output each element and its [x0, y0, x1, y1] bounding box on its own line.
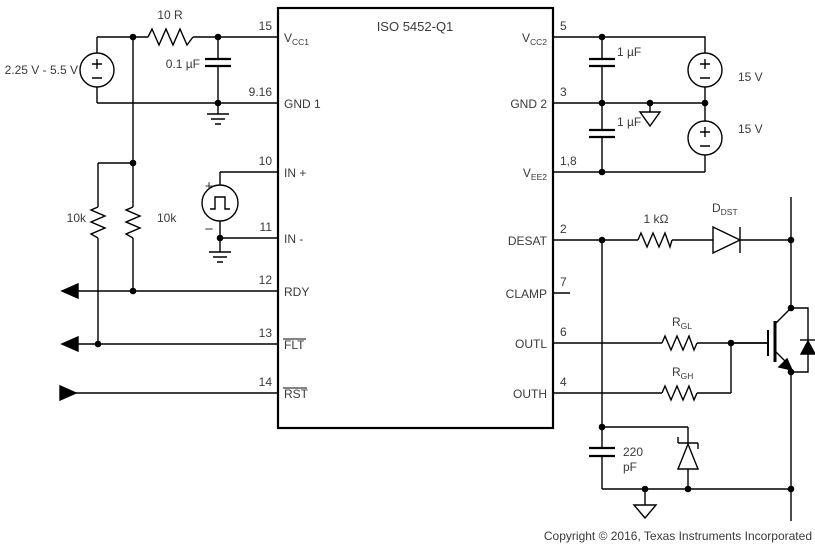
ground-3bar-pulse [209, 238, 231, 263]
pin-label-outh: OUTH [513, 387, 547, 401]
resistor-pullup-left-symbol [89, 206, 107, 239]
wire-pulse-source [219, 171, 278, 239]
source-input-supply [79, 52, 115, 88]
pin-number-7: 7 [560, 275, 567, 289]
resistor-gl-symbol [661, 334, 698, 352]
pin-number-11: 11 [260, 220, 273, 234]
components [59, 27, 815, 520]
capacitor-vcc2-symbol [589, 57, 615, 68]
resistor-desat-symbol [637, 231, 673, 250]
label-supply-input: 2.25 V - 5.5 V [5, 63, 78, 77]
pin-label-rdy: RDY [284, 285, 309, 299]
wire-pullup-feed [98, 37, 134, 164]
label-r-pullup-left: 10k [67, 211, 87, 225]
ground-triangle-emitter [632, 489, 658, 520]
pin-number-5: 5 [560, 19, 567, 33]
arrow-flt-out [60, 335, 79, 353]
resistor-pullup-right-symbol [124, 206, 142, 239]
pin-number-6: 6 [560, 325, 567, 339]
diode-desat-symbol [712, 225, 742, 255]
left-pin-labels: VCC1 GND 1 IN + IN - RDY FLT RST [283, 31, 321, 401]
pin-label-vcc1: VCC1 [284, 31, 309, 47]
pin-label-clamp: CLAMP [506, 287, 547, 301]
pulse-minus-sign: − [205, 221, 214, 238]
pin-number-13: 13 [259, 326, 273, 340]
label-c-vcc2: 1 µF [617, 45, 641, 59]
label-c-vee2: 1 µF [617, 115, 641, 129]
pin-label-desat: DESAT [508, 234, 548, 248]
resistor-series-symbol [147, 27, 194, 47]
pin-label-in-plus: IN + [284, 166, 306, 180]
pin-label-vee2: VEE2 [523, 166, 547, 182]
right-pin-labels: VCC2 GND 2 VEE2 DESAT CLAMP OUTL OUTH [506, 31, 548, 401]
arrow-rst-in [59, 384, 78, 402]
capacitor-input-symbol [205, 57, 231, 68]
junction-dots [94, 33, 795, 493]
pin-label-flt: FLT [284, 338, 305, 352]
wire-fwd-diode [791, 307, 809, 373]
pin-label-outl: OUTL [515, 337, 547, 351]
label-r-gl: RGL [672, 315, 692, 331]
label-c-desat-value: 220 [623, 445, 643, 459]
pin-number-14: 14 [259, 375, 273, 389]
label-v-neg: 15 V [738, 122, 763, 136]
pin-label-in-minus: IN - [284, 232, 303, 246]
pin-label-gnd1: GND 1 [284, 97, 321, 111]
ground-triangle-gnd2 [638, 103, 662, 128]
pin-number-15: 15 [259, 19, 273, 33]
pin-label-vcc2: VCC2 [522, 31, 547, 47]
diode-freewheel-symbol [799, 339, 815, 355]
ic-body [276, 6, 555, 430]
label-c-desat-unit: pF [623, 460, 637, 474]
label-r-series: 10 R [157, 8, 183, 22]
pin-number-4: 4 [560, 375, 567, 389]
source-pulse-generator [201, 184, 239, 222]
component-labels: 2.25 V - 5.5 V 10 R 0.1 µF 10k 10k 1 µF … [5, 8, 763, 474]
pin-label-gnd2: GND 2 [510, 97, 547, 111]
pin-label-rst: RST [284, 387, 309, 401]
capacitor-desat-symbol [589, 446, 615, 458]
capacitor-vee2-symbol [589, 128, 615, 139]
igbt-ce-diagonals [775, 307, 792, 365]
pin-number-18: 1,8 [560, 154, 577, 168]
arrow-rdy-out [60, 282, 79, 300]
pulse-plus-sign: + [205, 178, 214, 195]
ground-3bar-input [207, 103, 229, 125]
label-r-pullup-right: 10k [157, 211, 177, 225]
source-15v-neg [687, 120, 723, 156]
igbt-symbol [731, 307, 794, 372]
label-c-input: 0.1 µF [166, 57, 200, 71]
ic-title: ISO 5452-Q1 [377, 19, 454, 34]
wire-outh [553, 343, 732, 394]
left-pin-numbers: 15 9.16 10 11 12 13 14 [249, 19, 273, 389]
diode-zener-symbol [676, 437, 700, 470]
right-pin-numbers: 5 3 1,8 2 7 6 4 [560, 19, 577, 389]
label-r-desat: 1 kΩ [644, 212, 669, 226]
resistor-gh-symbol [661, 384, 698, 402]
label-r-gh: RGH [672, 365, 693, 381]
source-15v-pos [687, 52, 723, 88]
label-v-pos: 15 V [738, 70, 763, 84]
pin-number-916: 9.16 [249, 85, 273, 99]
igbt-emitter-arrow [777, 357, 794, 372]
pin-number-10: 10 [259, 154, 273, 168]
copyright-notice: Copyright © 2016, Texas Instruments Inco… [544, 529, 812, 543]
pin-number-12: 12 [259, 273, 273, 287]
wire-zener [602, 426, 689, 489]
pin-number-2: 2 [560, 222, 567, 236]
pin-number-3: 3 [560, 85, 567, 99]
label-d-desat: DDST [712, 201, 738, 217]
